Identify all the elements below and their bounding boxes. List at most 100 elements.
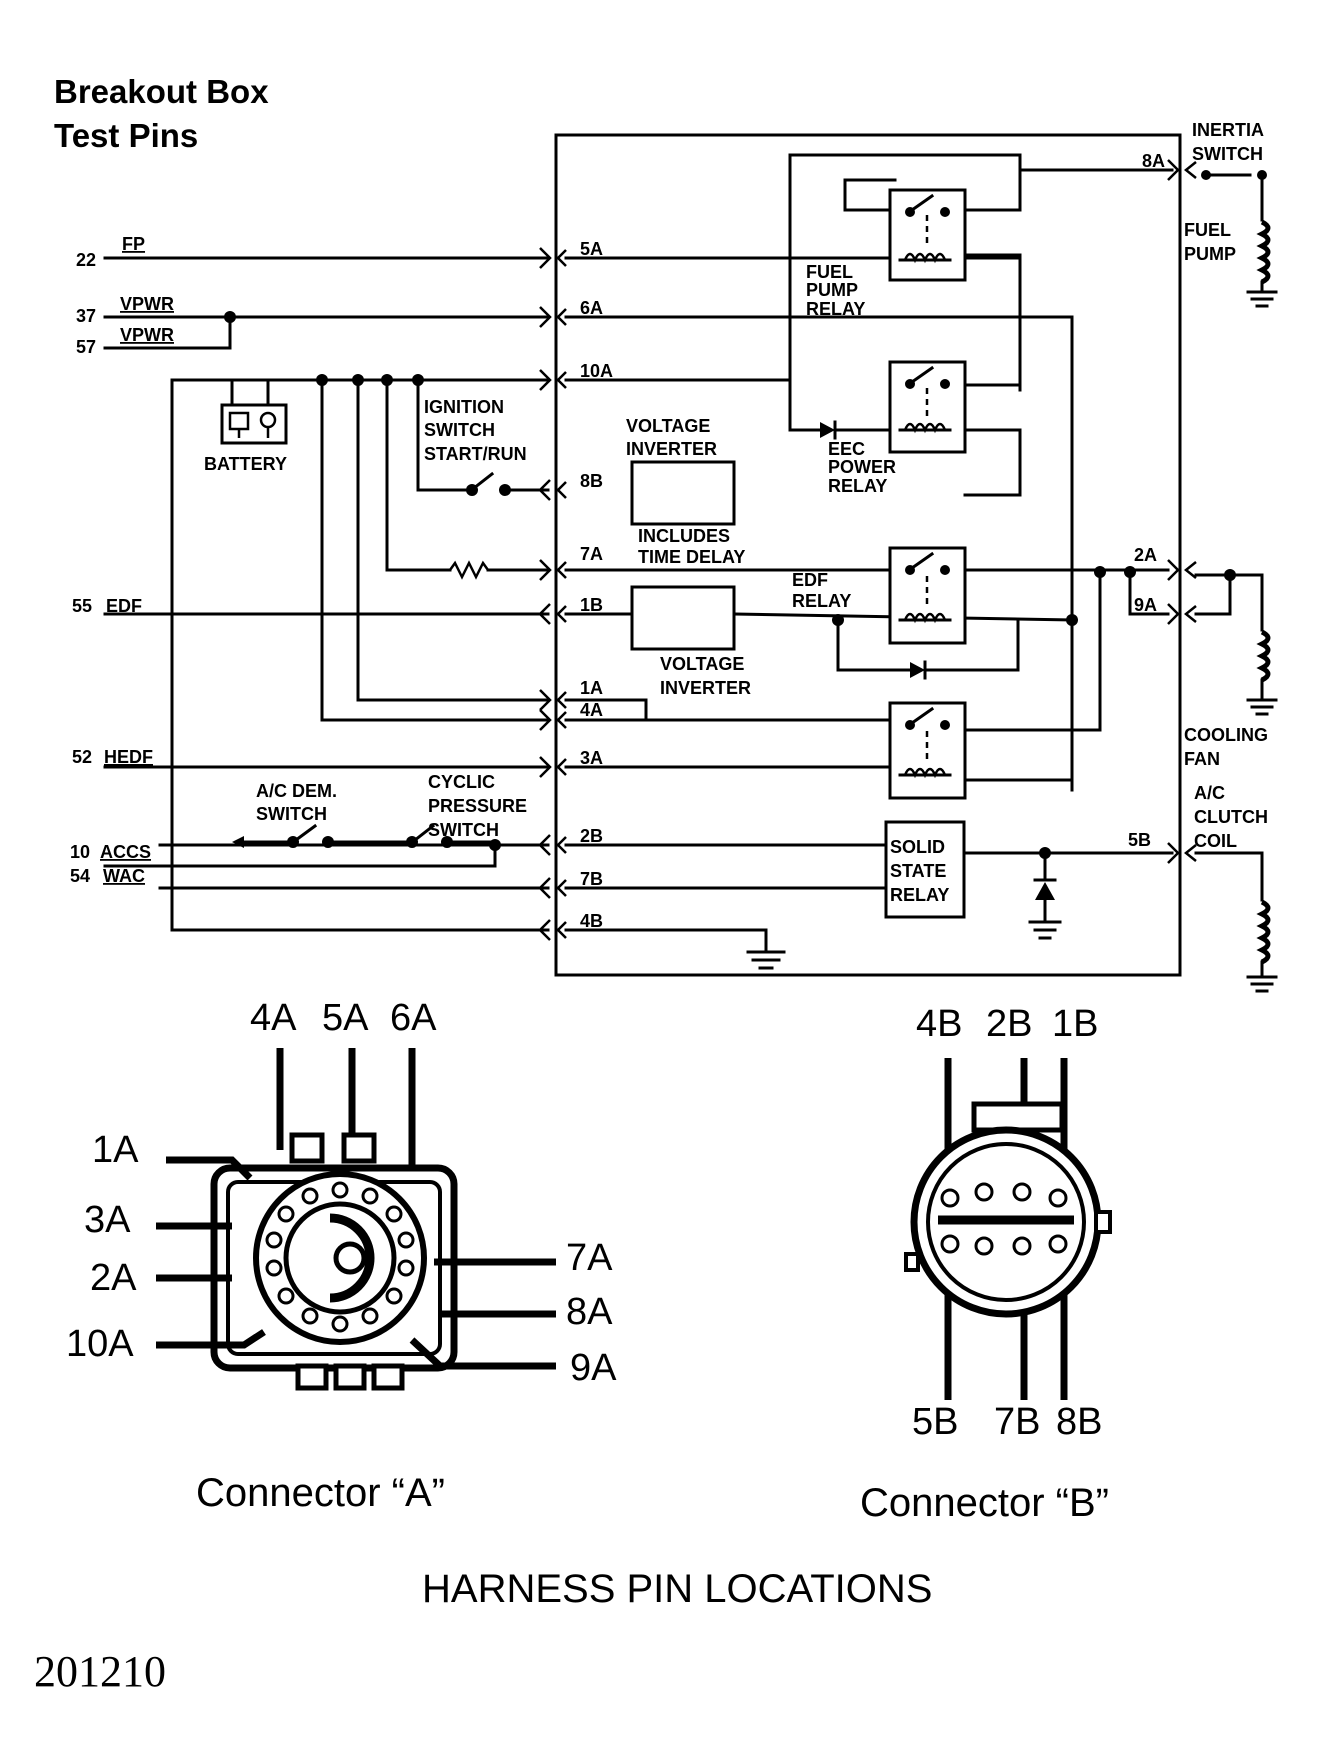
- pin-22: 22: [76, 250, 96, 270]
- connector-b-pin-8b: 8B: [1056, 1401, 1102, 1443]
- pin-54: 54: [70, 866, 90, 886]
- pin-10: 10: [70, 842, 90, 862]
- connector-a-pin-1a: 1A: [92, 1129, 139, 1171]
- battery-label: BATTERY: [204, 454, 287, 474]
- signal-edf: EDF: [106, 596, 142, 616]
- terminal-8b: 8B: [580, 471, 603, 491]
- eec-power-relay-label-1: EEC: [828, 439, 865, 459]
- edf-relay-label-1: EDF: [792, 570, 828, 590]
- ac-dem-switch-label-1: A/C DEM.: [256, 781, 337, 801]
- voltage-inverter-2-label-1: VOLTAGE: [660, 654, 744, 674]
- hedf-relay-symbol: [888, 701, 967, 800]
- edf-relay-label-2: RELAY: [792, 591, 851, 611]
- eec-power-relay-label-3: RELAY: [828, 476, 887, 496]
- solid-state-relay-label-1: SOLID: [890, 837, 945, 857]
- breakout-module-frame: [554, 133, 1182, 977]
- ac-dem-switch-label-2: SWITCH: [256, 804, 327, 824]
- fuel-pump-relay-label-3: RELAY: [806, 299, 865, 319]
- pin-number-labels: 22 37 57 55 52 10 54: [70, 250, 96, 886]
- title-line-1: Breakout Box: [54, 73, 269, 110]
- fuel-pump-label-1: FUEL: [1184, 220, 1231, 240]
- terminal-arrows-left: [538, 247, 567, 941]
- cyclic-pressure-switch-label-2: PRESSURE: [428, 796, 527, 816]
- figure-number: 201210: [34, 1647, 166, 1696]
- connector-a-pin-9a: 9A: [570, 1347, 617, 1389]
- inertia-switch-label-2: SWITCH: [1192, 144, 1263, 164]
- cooling-fan-label-1: COOLING: [1184, 725, 1268, 745]
- connector-b-pin-1b: 1B: [1052, 1003, 1098, 1045]
- signal-hedf: HEDF: [104, 747, 153, 767]
- terminal-3a: 3A: [580, 748, 603, 768]
- pin-57: 57: [76, 337, 96, 357]
- signal-vpwr-1: VPWR: [120, 294, 174, 314]
- ac-clutch-coil-label-2: CLUTCH: [1194, 807, 1268, 827]
- connector-b-pin-7b: 7B: [994, 1401, 1040, 1443]
- connector-a-pin-2a: 2A: [90, 1257, 137, 1299]
- connector-a-pin-5a: 5A: [322, 997, 369, 1039]
- voltage-inverter-2-box: [630, 585, 736, 651]
- edf-relay-symbol: [888, 546, 967, 645]
- inertia-switch-label-1: INERTIA: [1192, 120, 1264, 140]
- terminal-2b: 2B: [580, 826, 603, 846]
- voltage-inverter-2-label-2: INVERTER: [660, 678, 751, 698]
- terminal-7b: 7B: [580, 869, 603, 889]
- component-labels: BATTERY IGNITION SWITCH START/RUN VOLTAG…: [204, 120, 1268, 905]
- voltage-inverter-1-label-2: INVERTER: [626, 439, 717, 459]
- connector-a-pin-10a: 10A: [66, 1323, 134, 1365]
- terminal-2a: 2A: [1134, 545, 1157, 565]
- ac-clutch-coil-label-1: A/C: [1194, 783, 1225, 803]
- ignition-switch-label-2: SWITCH: [424, 420, 495, 440]
- terminal-4b: 4B: [580, 911, 603, 931]
- connector-a-pin-8a: 8A: [566, 1291, 613, 1333]
- time-delay-label-1: INCLUDES: [638, 526, 730, 546]
- signal-accs: ACCS: [100, 842, 151, 862]
- connector-a-labels: 4A 5A 6A 1A 3A 2A 10A 7A 8A 9A Connector…: [66, 997, 617, 1515]
- signal-fp: FP: [122, 234, 145, 254]
- cyclic-pressure-switch-label-3: SWITCH: [428, 820, 499, 840]
- signal-labels: FP VPWR VPWR EDF HEDF ACCS WAC: [100, 234, 174, 886]
- connector-b-drawing: [904, 1058, 1112, 1400]
- terminal-1b: 1B: [580, 595, 603, 615]
- left-wiring: [103, 256, 550, 932]
- terminal-4a: 4A: [580, 700, 603, 720]
- pin-52: 52: [72, 747, 92, 767]
- ac-clutch-coil-label-3: COIL: [1194, 831, 1237, 851]
- terminal-5b: 5B: [1128, 830, 1151, 850]
- signal-vpwr-2: VPWR: [120, 325, 174, 345]
- title-line-2: Test Pins: [54, 117, 198, 154]
- terminal-labels: 5A 6A 10A 8B 7A 1B 1A 4A 3A 2B 7B 4B 8A …: [580, 151, 1165, 931]
- time-delay-label-2: TIME DELAY: [638, 547, 745, 567]
- cooling-fan-label-2: FAN: [1184, 749, 1220, 769]
- solid-state-relay-box: [884, 820, 966, 919]
- ignition-switch-label-3: START/RUN: [424, 444, 527, 464]
- fuel-pump-label-2: PUMP: [1184, 244, 1236, 264]
- connector-b-pin-4b: 4B: [916, 1003, 962, 1045]
- eec-power-relay-label-2: POWER: [828, 457, 896, 477]
- terminal-8a: 8A: [1142, 151, 1165, 171]
- ignition-switch-label-1: IGNITION: [424, 397, 504, 417]
- pin-37: 37: [76, 306, 96, 326]
- battery-icon: [220, 403, 288, 445]
- connector-a-caption: Connector “A”: [196, 1471, 445, 1515]
- eec-power-relay-symbol: [888, 360, 967, 454]
- voltage-inverter-1-label-1: VOLTAGE: [626, 416, 710, 436]
- connector-b-caption: Connector “B”: [860, 1481, 1109, 1525]
- fuel-pump-relay-label-2: PUMP: [806, 280, 858, 300]
- fuel-pump-relay-symbol: [888, 188, 967, 282]
- connector-a-drawing: [156, 1048, 556, 1391]
- terminal-5a: 5A: [580, 239, 603, 259]
- cyclic-pressure-switch-label-1: CYCLIC: [428, 772, 495, 792]
- connector-a-pin-4a: 4A: [250, 997, 297, 1039]
- connector-a-pin-7a: 7A: [566, 1237, 613, 1279]
- signal-wac: WAC: [103, 866, 145, 886]
- terminal-7a: 7A: [580, 544, 603, 564]
- terminal-1a: 1A: [580, 678, 603, 698]
- voltage-inverter-1-box: [630, 460, 736, 526]
- pin-55: 55: [72, 596, 92, 616]
- connector-b-labels: 4B 2B 1B 5B 7B 8B Connector “B”: [860, 1003, 1109, 1525]
- terminal-6a: 6A: [580, 298, 603, 318]
- terminal-10a: 10A: [580, 361, 613, 381]
- solid-state-relay-label-2: STATE: [890, 861, 946, 881]
- right-external-wiring: [1167, 159, 1278, 993]
